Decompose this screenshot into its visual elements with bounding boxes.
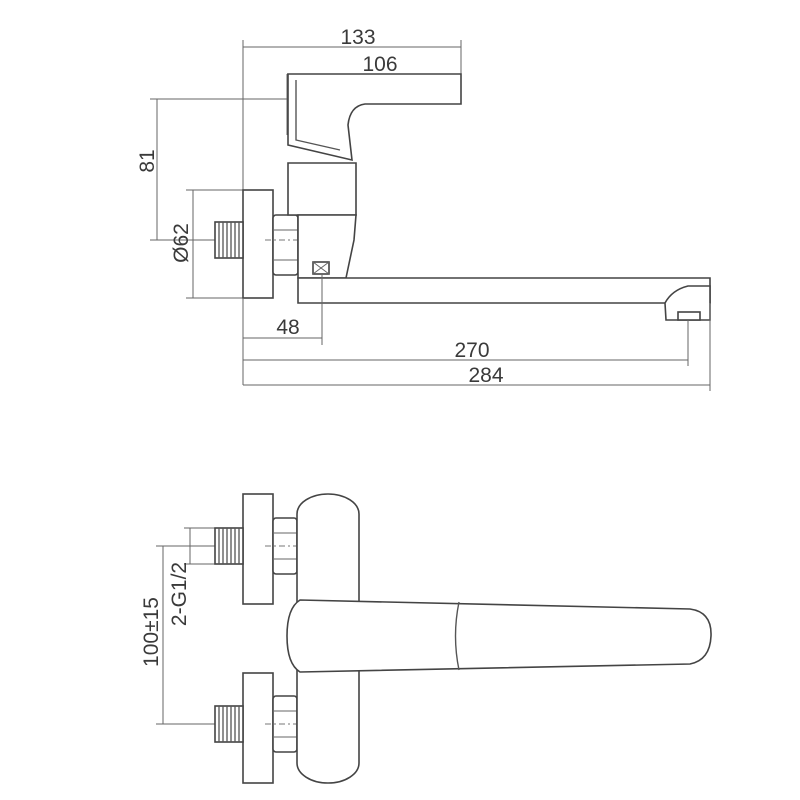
dimension-center-distance: 100±15 bbox=[140, 545, 215, 725]
side-view: 133 106 81 Ø62 bbox=[136, 26, 711, 391]
dimension-spout-reach: 270 bbox=[242, 298, 689, 385]
lower-threaded-inlet bbox=[214, 705, 244, 743]
dim-connection-thread-label: 2-G1/2 bbox=[168, 562, 191, 626]
mixer-body bbox=[287, 162, 357, 279]
dimension-overall-depth: 133 bbox=[242, 26, 462, 190]
lever-handle bbox=[287, 73, 462, 162]
dimension-connection-thread: 2-G1/2 bbox=[168, 527, 215, 626]
wall-flange bbox=[242, 189, 274, 299]
dim-overall-depth-label: 133 bbox=[340, 26, 375, 49]
threaded-inlet bbox=[214, 221, 244, 259]
dim-handle-depth-label: 106 bbox=[362, 53, 397, 76]
spout bbox=[297, 277, 711, 321]
dim-height-label: 81 bbox=[136, 149, 159, 172]
dimension-height: 81 bbox=[136, 98, 300, 241]
dimension-overall-length: 284 bbox=[243, 303, 711, 391]
dim-overall-length-label: 284 bbox=[468, 364, 503, 387]
dim-spout-reach-label: 270 bbox=[454, 339, 489, 362]
top-view: 100±15 2-G1/2 bbox=[140, 493, 712, 784]
spout-top bbox=[286, 599, 712, 673]
dim-center-distance-label: 100±15 bbox=[140, 597, 163, 667]
upper-wall-flange bbox=[242, 493, 274, 605]
dimension-eccentric-offset: 48 bbox=[243, 275, 323, 345]
hex-nut bbox=[272, 214, 299, 276]
lower-wall-flange bbox=[242, 672, 274, 784]
dim-eccentric-offset-label: 48 bbox=[276, 316, 299, 339]
dim-flange-diameter-label: Ø62 bbox=[170, 223, 193, 263]
dimension-flange-diameter: Ø62 bbox=[170, 189, 243, 299]
upper-threaded-inlet bbox=[214, 527, 244, 565]
